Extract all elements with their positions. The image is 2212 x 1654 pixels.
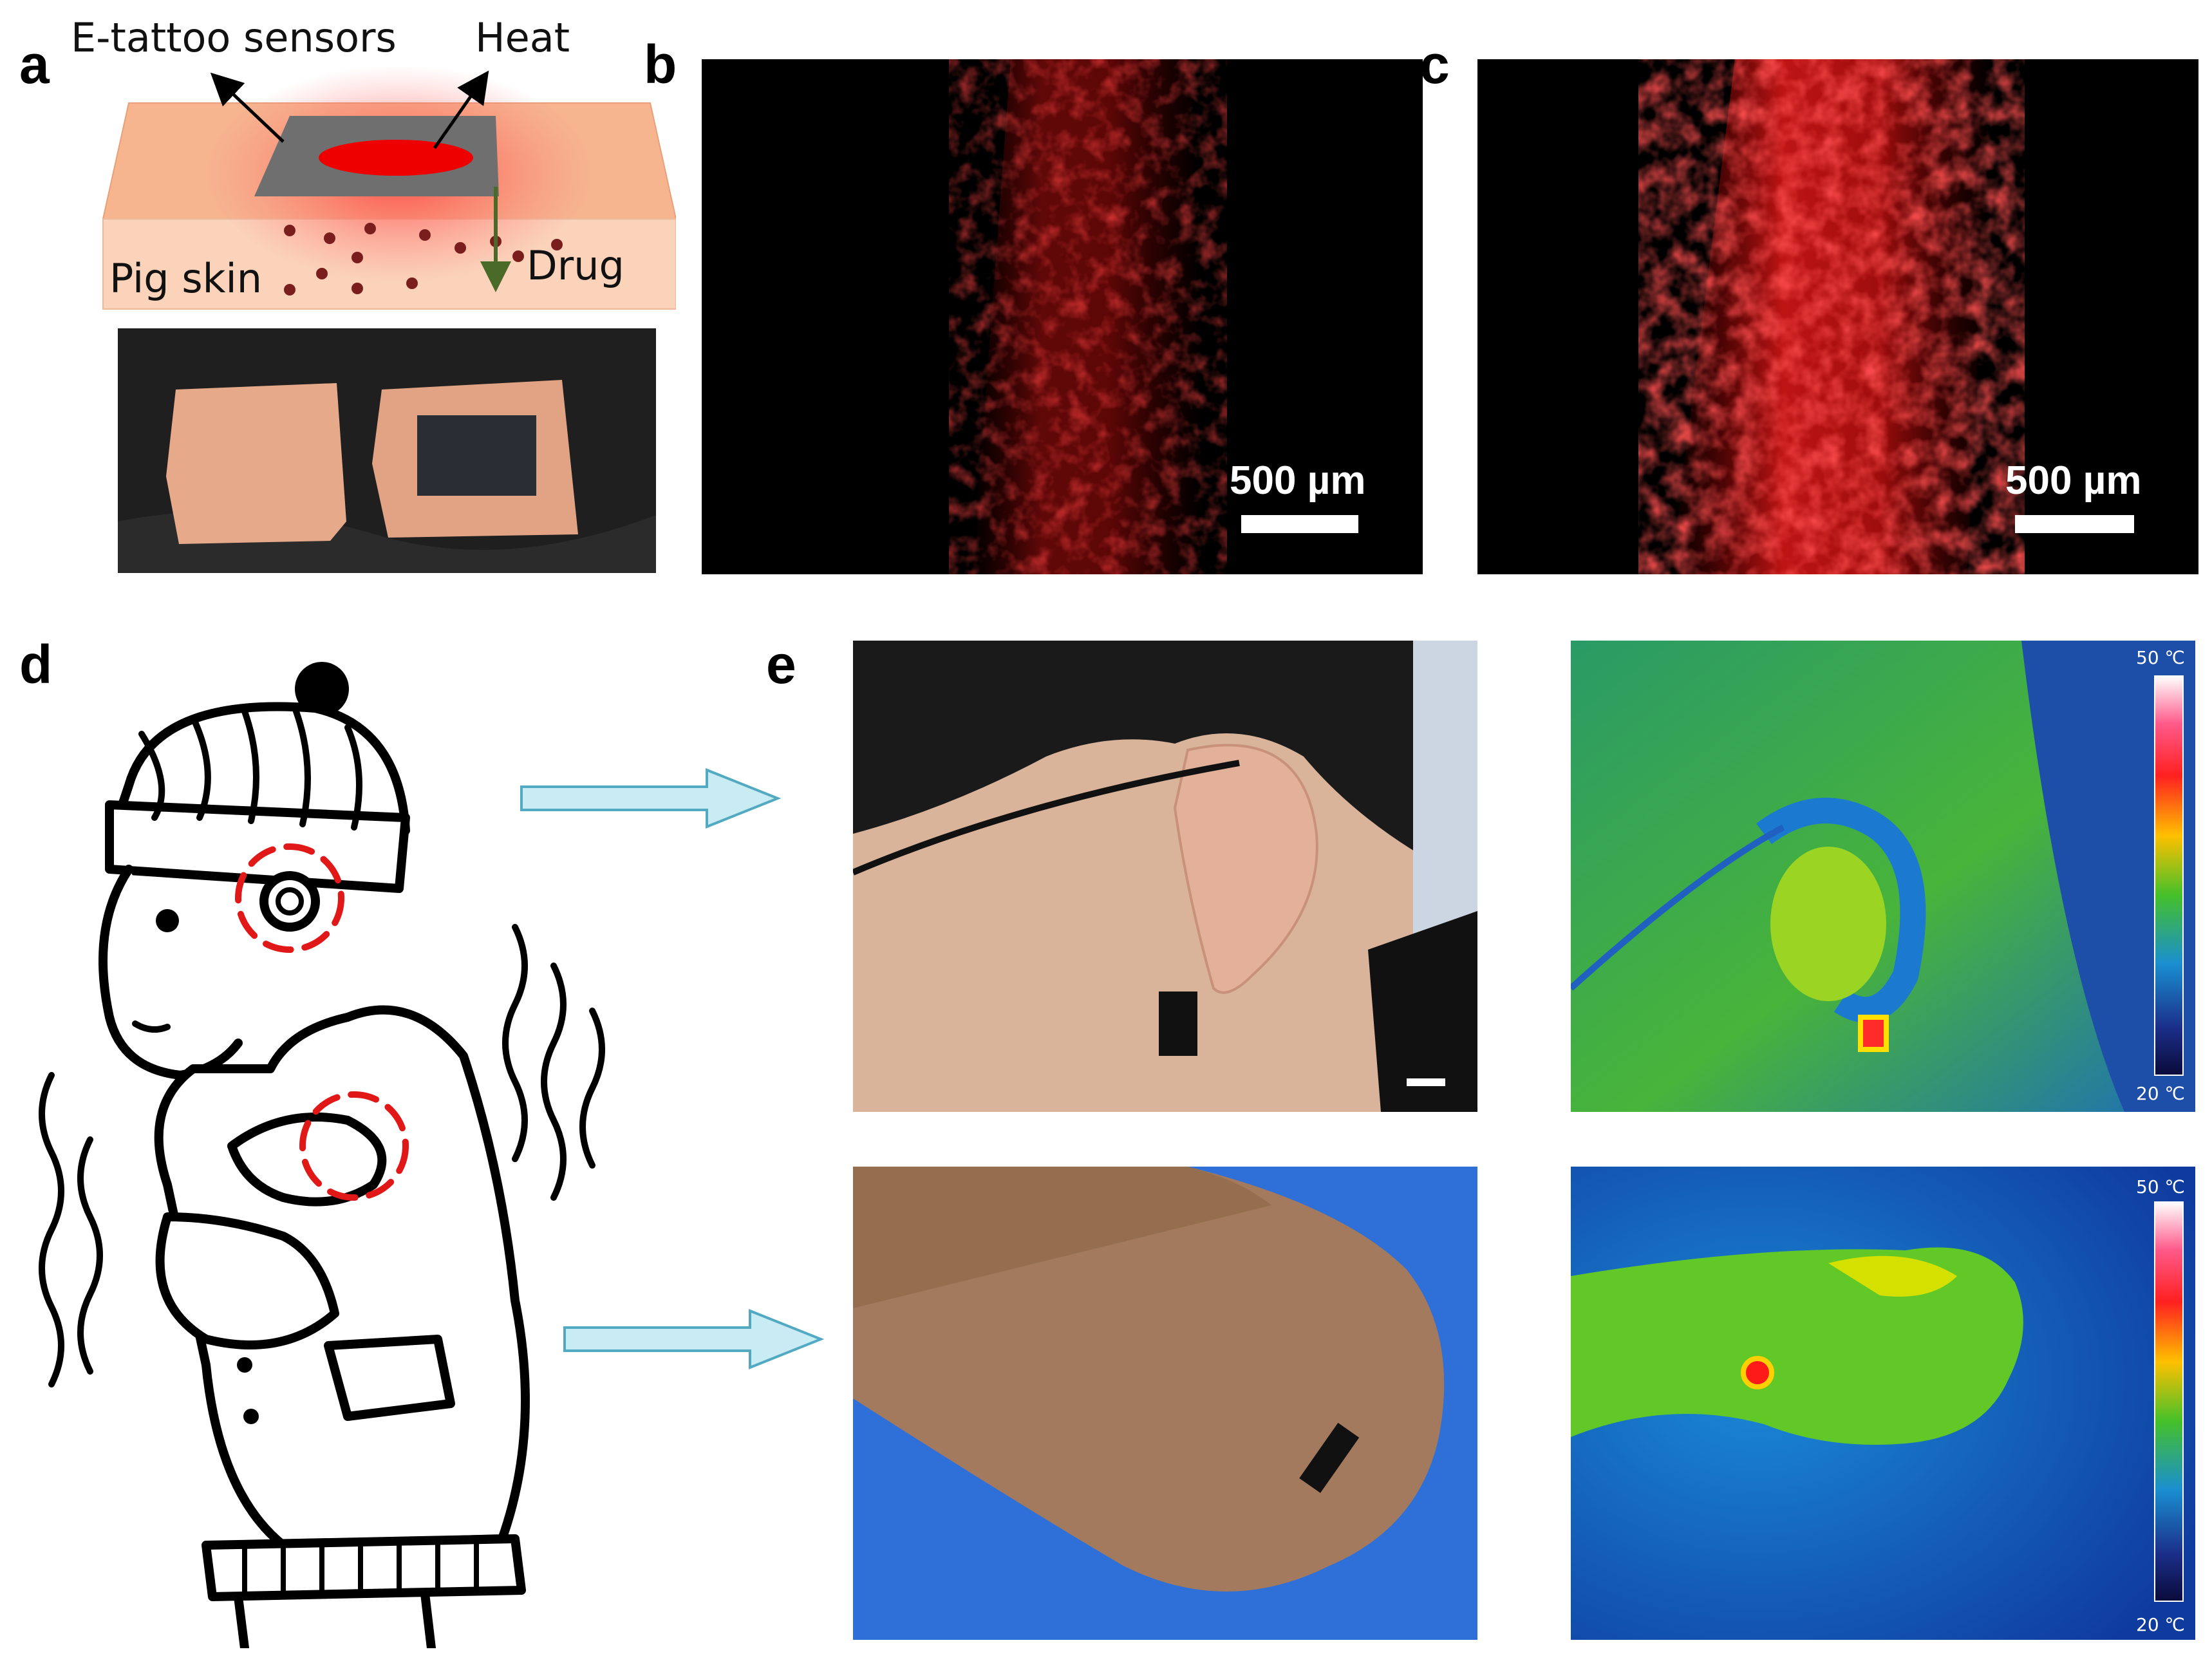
photo-scale-bar <box>1407 1078 1445 1086</box>
thermal-hand-shape <box>1571 1247 2023 1445</box>
label-e-tattoo-sensors: E-tattoo sensors <box>71 14 397 61</box>
heat-arrow <box>433 70 489 149</box>
hand-photo <box>853 1167 1477 1640</box>
panel-label-b: b <box>644 34 677 95</box>
heat-spot <box>319 140 473 176</box>
ear-photo <box>853 641 1477 1112</box>
knit-hat <box>111 702 410 835</box>
colorbar <box>2154 675 2184 1076</box>
e-tattoo-on-hand <box>1299 1422 1360 1493</box>
e-tattoo-on-earlobe <box>1159 991 1197 1056</box>
arrow-to-ear-photo <box>520 766 784 831</box>
hat-pompom <box>295 662 349 716</box>
fluorescence-image-c <box>1477 59 2198 574</box>
shivering-person-illustration <box>13 657 631 1648</box>
hot-spot-ear <box>1858 1015 1889 1052</box>
scale-label-b: 500 µm <box>1230 458 1366 503</box>
e-tattoo-on-skin <box>417 415 536 496</box>
colorbar-min-bottom: 20 ℃ <box>2136 1614 2185 1635</box>
fluorescence-image-b <box>702 59 1423 574</box>
ear-shape <box>1173 744 1318 994</box>
scale-bar-c <box>2015 515 2134 533</box>
sensor-arrow <box>210 72 285 143</box>
colorbar-min-top: 20 ℃ <box>2136 1083 2185 1104</box>
hand-thermal-image <box>1571 1167 2195 1640</box>
ear <box>259 871 320 932</box>
skin-block-diagram <box>102 64 676 310</box>
head <box>98 865 243 1080</box>
ear-thermal-image <box>1571 641 2195 1112</box>
colorbar-max-bottom: 50 ℃ <box>2136 1176 2185 1198</box>
hot-spot-hand <box>1741 1356 1774 1389</box>
scale-bar-b <box>1241 515 1358 533</box>
colorbar-max-top: 50 ℃ <box>2136 647 2185 668</box>
panel-label-d: d <box>19 634 53 695</box>
highlight-hand-circle <box>299 1091 409 1201</box>
panel-label-a: a <box>19 34 50 95</box>
colorbar <box>2154 1201 2184 1602</box>
highlight-ear-circle <box>235 843 344 953</box>
arm-and-fist <box>853 1167 1445 1592</box>
panel-a-schematic <box>97 52 676 322</box>
shiver-lines-left <box>39 1072 103 1387</box>
label-pig-skin: Pig skin <box>109 255 263 302</box>
label-drug: Drug <box>527 242 624 289</box>
pig-skin-photo <box>118 328 656 573</box>
panel-label-e: e <box>766 634 796 695</box>
pig-skin-piece-left <box>166 383 346 544</box>
drug-dots <box>284 223 563 296</box>
arrow-to-hand-photo <box>563 1307 827 1371</box>
label-heat: Heat <box>475 14 570 61</box>
panel-label-c: c <box>1420 34 1450 95</box>
shiver-lines-right <box>502 924 605 1201</box>
scale-label-c: 500 µm <box>2005 458 2142 503</box>
eye <box>156 909 179 932</box>
